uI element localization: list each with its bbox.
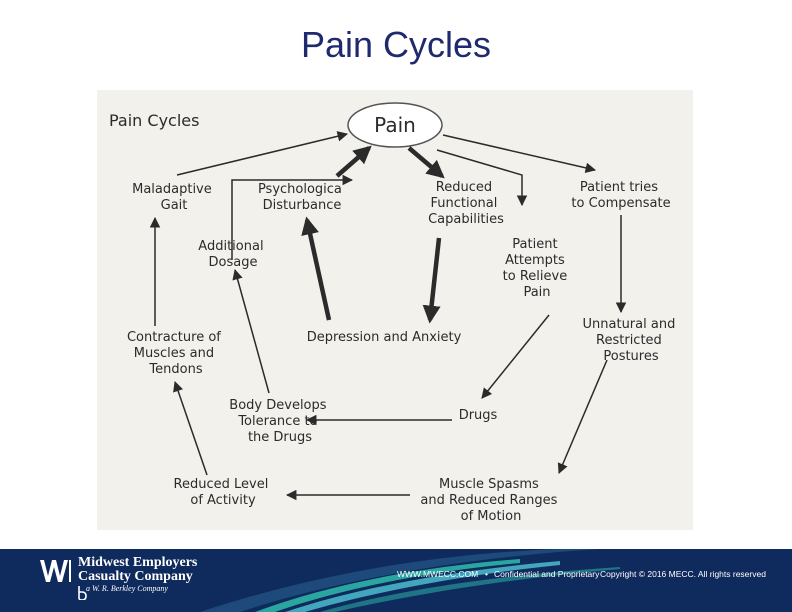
connector-arrows xyxy=(149,131,627,501)
arrow-tolerance-to-dosage xyxy=(232,268,270,394)
node-psychological-disturbance: Psychologica Disturbance xyxy=(258,182,346,213)
company-subtitle: a W. R. Berkley Company xyxy=(86,584,168,593)
bold-arrows xyxy=(301,145,445,324)
node-maladaptive-gait: Maladaptive Gait xyxy=(132,182,216,213)
arrow-postures-to-spasms xyxy=(557,359,608,474)
footer-bar xyxy=(0,549,792,612)
pain-cycle-diagram: Pain Cycles Pain Mal xyxy=(97,90,693,530)
diagram-background xyxy=(97,90,693,530)
node-patient-attempts-to-relieve-pain: Patient Attempts to Relieve Pain xyxy=(503,237,572,300)
company-name-line1: Midwest Employers xyxy=(78,555,198,570)
company-name: Midwest Employers Casualty Company xyxy=(78,556,197,584)
node-depression-and-anxiety: Depression and Anxiety xyxy=(307,330,462,345)
arrow-functional-to-depression xyxy=(422,237,442,324)
arrow-attempts-to-drugs xyxy=(481,314,550,399)
arrow-pain-to-functional xyxy=(407,146,445,179)
arrow-depression-to-psych xyxy=(301,216,332,321)
node-muscle-spasms: Muscle Spasms and Reduced Ranges of Moti… xyxy=(420,477,561,524)
arrow-gait-to-pain xyxy=(176,131,349,176)
berkley-b-icon xyxy=(78,586,87,600)
node-contracture-muscles-tendons: Contracture of Muscles and Tendons xyxy=(127,330,225,377)
company-logo-icon xyxy=(40,560,71,582)
arrow-psych-to-pain xyxy=(335,145,372,178)
slide-title: Pain Cycles xyxy=(300,24,492,65)
node-reduced-functional-capabilities: Reduced Functional Capabilities xyxy=(428,180,504,227)
node-additional-dosage: Additional Dosage xyxy=(198,239,267,270)
node-reduced-level-of-activity: Reduced Level of Activity xyxy=(174,477,273,508)
company-name-line2: Casualty Company xyxy=(78,569,193,584)
node-unnatural-restricted-postures: Unnatural and Restricted Postures xyxy=(583,317,680,364)
footer-separator: • xyxy=(485,569,488,579)
diagram-title: Pain Cycles xyxy=(109,111,199,130)
footer-copyright: Copyright © 2016 MECC. All rights reserv… xyxy=(600,569,766,579)
node-body-develops-tolerance: Body Develops Tolerance to the Drugs xyxy=(229,398,330,445)
footer-confidential: Confidential and Proprietary xyxy=(494,569,600,579)
footer-website: WWW.MWECC.COM xyxy=(397,569,479,579)
arrow-pain-to-tries xyxy=(442,134,597,173)
node-drugs: Drugs xyxy=(459,408,498,423)
pain-label: Pain xyxy=(374,113,416,137)
arrow-reduced-to-contracture xyxy=(173,381,208,476)
arrow-functional-to-attempts xyxy=(436,149,528,207)
arrow-dosage-to-pain xyxy=(231,174,354,260)
node-patient-tries-to-compensate: Patient tries to Compensate xyxy=(571,180,670,211)
pain-ellipse xyxy=(347,102,443,148)
